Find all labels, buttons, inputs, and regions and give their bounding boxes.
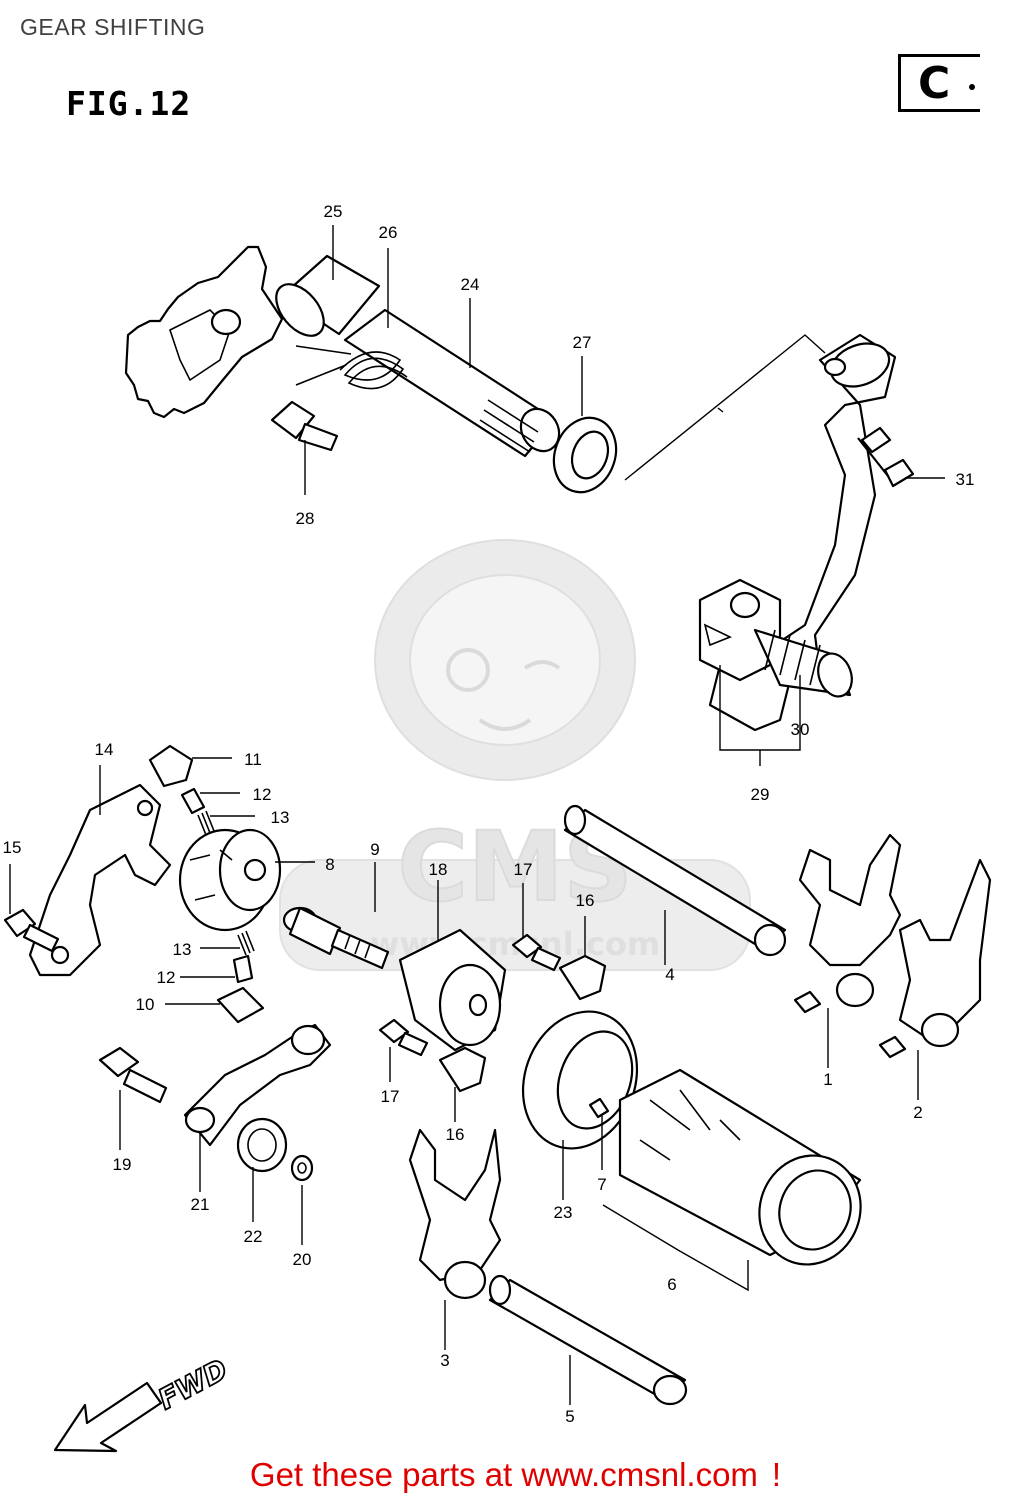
callout-2: 2 bbox=[913, 1103, 922, 1122]
callout-8: 8 bbox=[325, 855, 334, 874]
callout-22: 22 bbox=[244, 1227, 263, 1246]
callout-12-upper: 12 bbox=[253, 785, 272, 804]
callouts: 1 2 3 4 5 6 7 8 9 10 11 12 12 13 13 14 1… bbox=[3, 202, 975, 1426]
shift-forks bbox=[793, 833, 992, 1059]
oil-seal bbox=[552, 416, 618, 494]
callout-16-lower: 16 bbox=[446, 1125, 465, 1144]
callout-24: 24 bbox=[461, 275, 480, 294]
callout-23: 23 bbox=[554, 1203, 573, 1222]
watermark-mascot: CMS www.cmsnl.com bbox=[279, 539, 751, 971]
gearshift-shaft bbox=[124, 245, 561, 458]
page-title: GEAR SHIFTING bbox=[20, 14, 206, 40]
stopper-bolt bbox=[3, 908, 60, 953]
callout-13-lower: 13 bbox=[173, 940, 192, 959]
callout-11: 11 bbox=[244, 750, 262, 769]
callout-10: 10 bbox=[136, 995, 155, 1014]
fork-shaft-lower bbox=[488, 1274, 688, 1406]
gearshift-pedal bbox=[698, 333, 915, 732]
arm-bolt bbox=[98, 1046, 168, 1104]
section-dot bbox=[969, 84, 975, 90]
cam-guide bbox=[398, 928, 507, 1052]
callout-21: 21 bbox=[191, 1195, 210, 1214]
fwd-label: FWD bbox=[153, 1353, 233, 1417]
callout-19: 19 bbox=[113, 1155, 132, 1174]
callout-9: 9 bbox=[370, 840, 379, 859]
callout-13-upper: 13 bbox=[271, 808, 290, 827]
plates bbox=[438, 954, 607, 1093]
fork-shaft-upper bbox=[563, 804, 787, 957]
callout-31: 31 bbox=[956, 470, 975, 489]
footer-promo: Get these parts at www.cmsnl.com! bbox=[0, 1456, 1017, 1494]
fwd-arrow: FWD bbox=[53, 1352, 234, 1453]
callout-17-upper: 17 bbox=[514, 860, 533, 879]
assembly-line bbox=[624, 334, 826, 481]
callout-27: 27 bbox=[573, 333, 592, 352]
shift-cam bbox=[178, 828, 282, 932]
callout-16-upper: 16 bbox=[576, 891, 595, 910]
callout-25: 25 bbox=[324, 202, 343, 221]
callout-20: 20 bbox=[293, 1250, 312, 1269]
callout-3: 3 bbox=[440, 1351, 449, 1370]
callout-1: 1 bbox=[823, 1070, 832, 1089]
callout-18: 18 bbox=[429, 860, 448, 879]
footer-text: Get these parts at www.cmsnl.com bbox=[249, 1456, 758, 1493]
callout-15: 15 bbox=[3, 838, 22, 857]
shift-drum bbox=[588, 1068, 862, 1266]
footer-suffix: ! bbox=[771, 1456, 782, 1493]
shift-arm bbox=[183, 1023, 332, 1182]
cam-pin bbox=[282, 906, 390, 970]
callout-7: 7 bbox=[597, 1175, 606, 1194]
shaft-bolt bbox=[270, 400, 339, 452]
cam-pins bbox=[148, 744, 265, 1024]
callout-30: 30 bbox=[791, 720, 810, 739]
callout-26: 26 bbox=[379, 223, 398, 242]
section-box bbox=[898, 54, 980, 112]
callout-12-lower: 12 bbox=[157, 968, 176, 987]
leader-lines bbox=[9, 225, 945, 1405]
callout-28: 28 bbox=[296, 509, 315, 528]
section-letter: C bbox=[918, 58, 951, 109]
callout-17-lower: 17 bbox=[381, 1087, 400, 1106]
callout-4: 4 bbox=[665, 965, 674, 984]
callout-14: 14 bbox=[95, 740, 114, 759]
shift-fork-3 bbox=[408, 1128, 502, 1300]
callout-29: 29 bbox=[751, 785, 770, 804]
callout-5: 5 bbox=[565, 1407, 574, 1426]
screws bbox=[378, 933, 562, 1057]
callout-6: 6 bbox=[667, 1275, 676, 1294]
figure-label: FIG.12 bbox=[66, 84, 192, 123]
